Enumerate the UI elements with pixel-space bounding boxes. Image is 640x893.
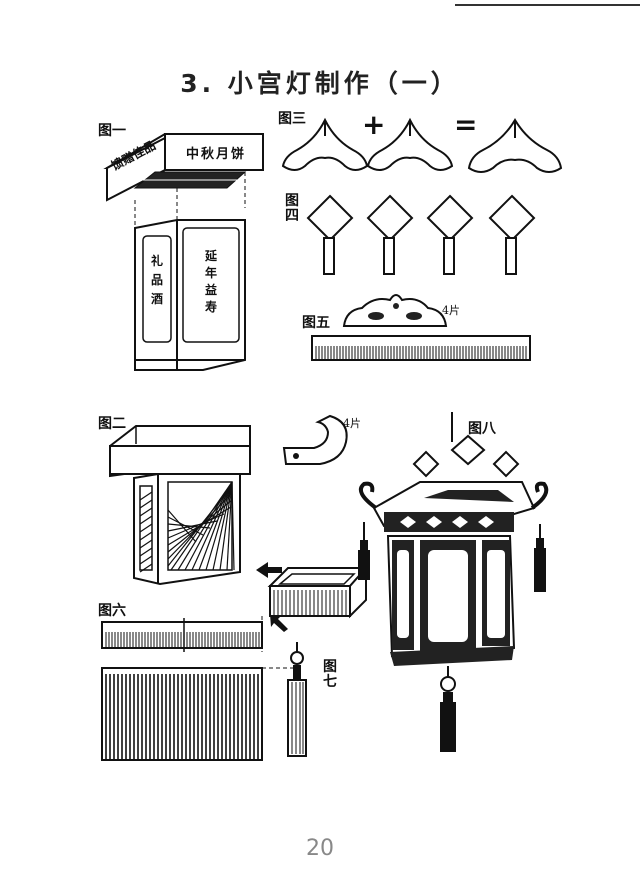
figure-4-label: 图四	[285, 193, 299, 224]
figure-8-label: 图八	[468, 421, 496, 437]
page-title: 3. 小宫灯制作（一）	[180, 69, 460, 98]
figure-3-label: 图三	[278, 111, 306, 127]
page-number: 20	[306, 836, 334, 861]
figure-7-tassel-diagram	[287, 642, 307, 757]
figure-5-ornament-diagram	[342, 294, 448, 327]
figure-2-lantern-body	[109, 425, 251, 586]
figure-3-plus-operator: +	[362, 108, 386, 141]
figure-2-label: 图二	[98, 416, 126, 432]
figure-7-label: 图七	[323, 659, 337, 690]
figure-6-fringe-panel	[101, 667, 296, 761]
figure-4-diamond-diagram	[306, 194, 536, 275]
figure-1-label: 图一	[98, 123, 126, 139]
top-rule	[455, 4, 640, 6]
hook-bracket-diagram	[282, 414, 348, 465]
hook-count-note: 4片	[343, 417, 361, 430]
panel-left-text: 礼品酒	[150, 254, 163, 306]
figure-8-palace-lantern	[358, 412, 549, 752]
figure-1-box-diagram	[103, 133, 264, 371]
figure-6-label: 图六	[98, 603, 126, 619]
figure-3-bracket-diagram	[281, 117, 563, 173]
panel-right-text: 延年益寿	[204, 249, 217, 314]
figure-5-label: 图五	[302, 315, 330, 331]
figure-3-equals-operator: =	[454, 108, 478, 141]
arrow-up-left-icon	[270, 614, 288, 632]
base-tray-diagram	[267, 565, 369, 619]
figure-6-strip	[101, 616, 263, 652]
figure-5-strip	[311, 335, 531, 361]
box-lid-text: 中秋月饼	[186, 147, 247, 162]
figure-5-count-note: 4片	[442, 304, 460, 317]
arrow-left-icon	[256, 562, 282, 578]
